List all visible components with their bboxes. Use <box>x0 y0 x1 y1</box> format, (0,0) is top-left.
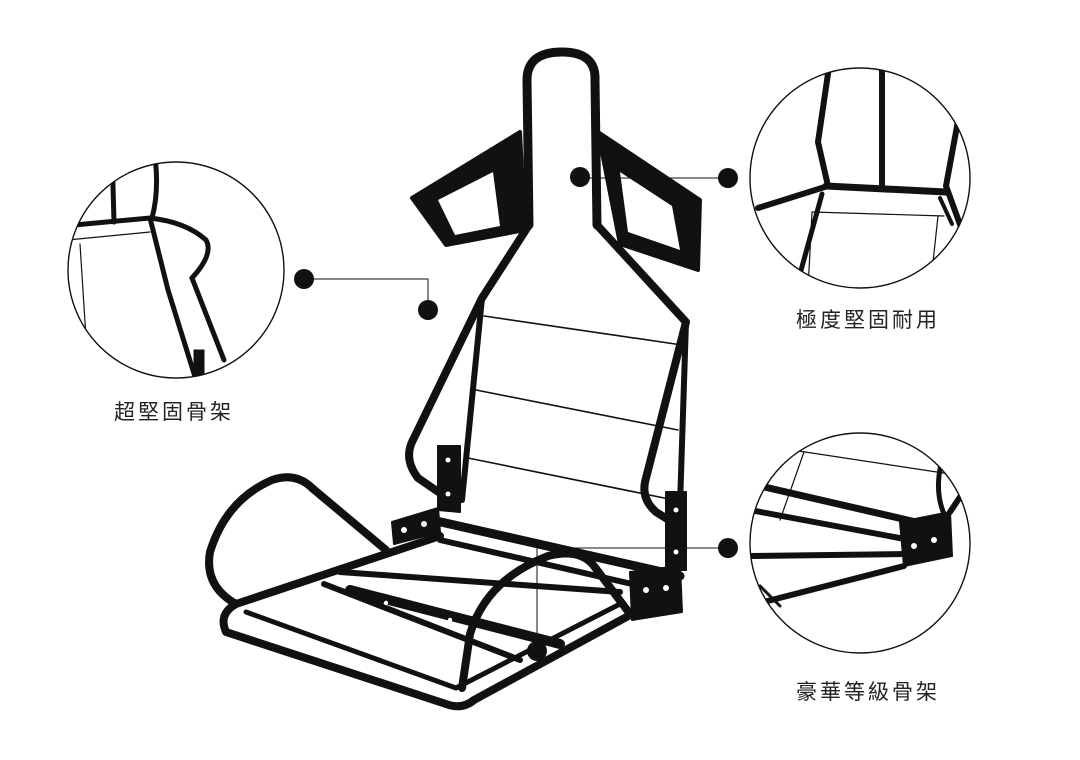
left-leader-dot-circle <box>294 269 314 289</box>
seat-frame <box>205 47 702 711</box>
right-top-target-dot <box>570 167 590 187</box>
bottom-target-dot <box>527 641 547 661</box>
callout-label-extremely-durable: 極度堅固耐用 <box>796 308 940 332</box>
headrest-loop <box>522 47 602 230</box>
left-bolster <box>205 473 390 608</box>
detail-circle-left <box>67 161 285 379</box>
detail-circle-right-bottom <box>749 432 971 654</box>
left-target-dot <box>418 300 438 320</box>
detail-circle-right-top <box>749 67 971 289</box>
right-bottom-leader-dot <box>718 538 738 558</box>
back-left-rail <box>405 221 533 504</box>
front-bolster <box>458 549 634 692</box>
callout-label-luxury-grade-frame: 豪華等級骨架 <box>796 680 940 704</box>
seat-base-loop <box>219 532 636 711</box>
back-right-rail <box>593 221 690 526</box>
callout-label-super-sturdy-frame: 超堅固骨架 <box>114 400 234 424</box>
right-top-leader-dot <box>718 168 738 188</box>
leader-dots <box>294 167 738 661</box>
